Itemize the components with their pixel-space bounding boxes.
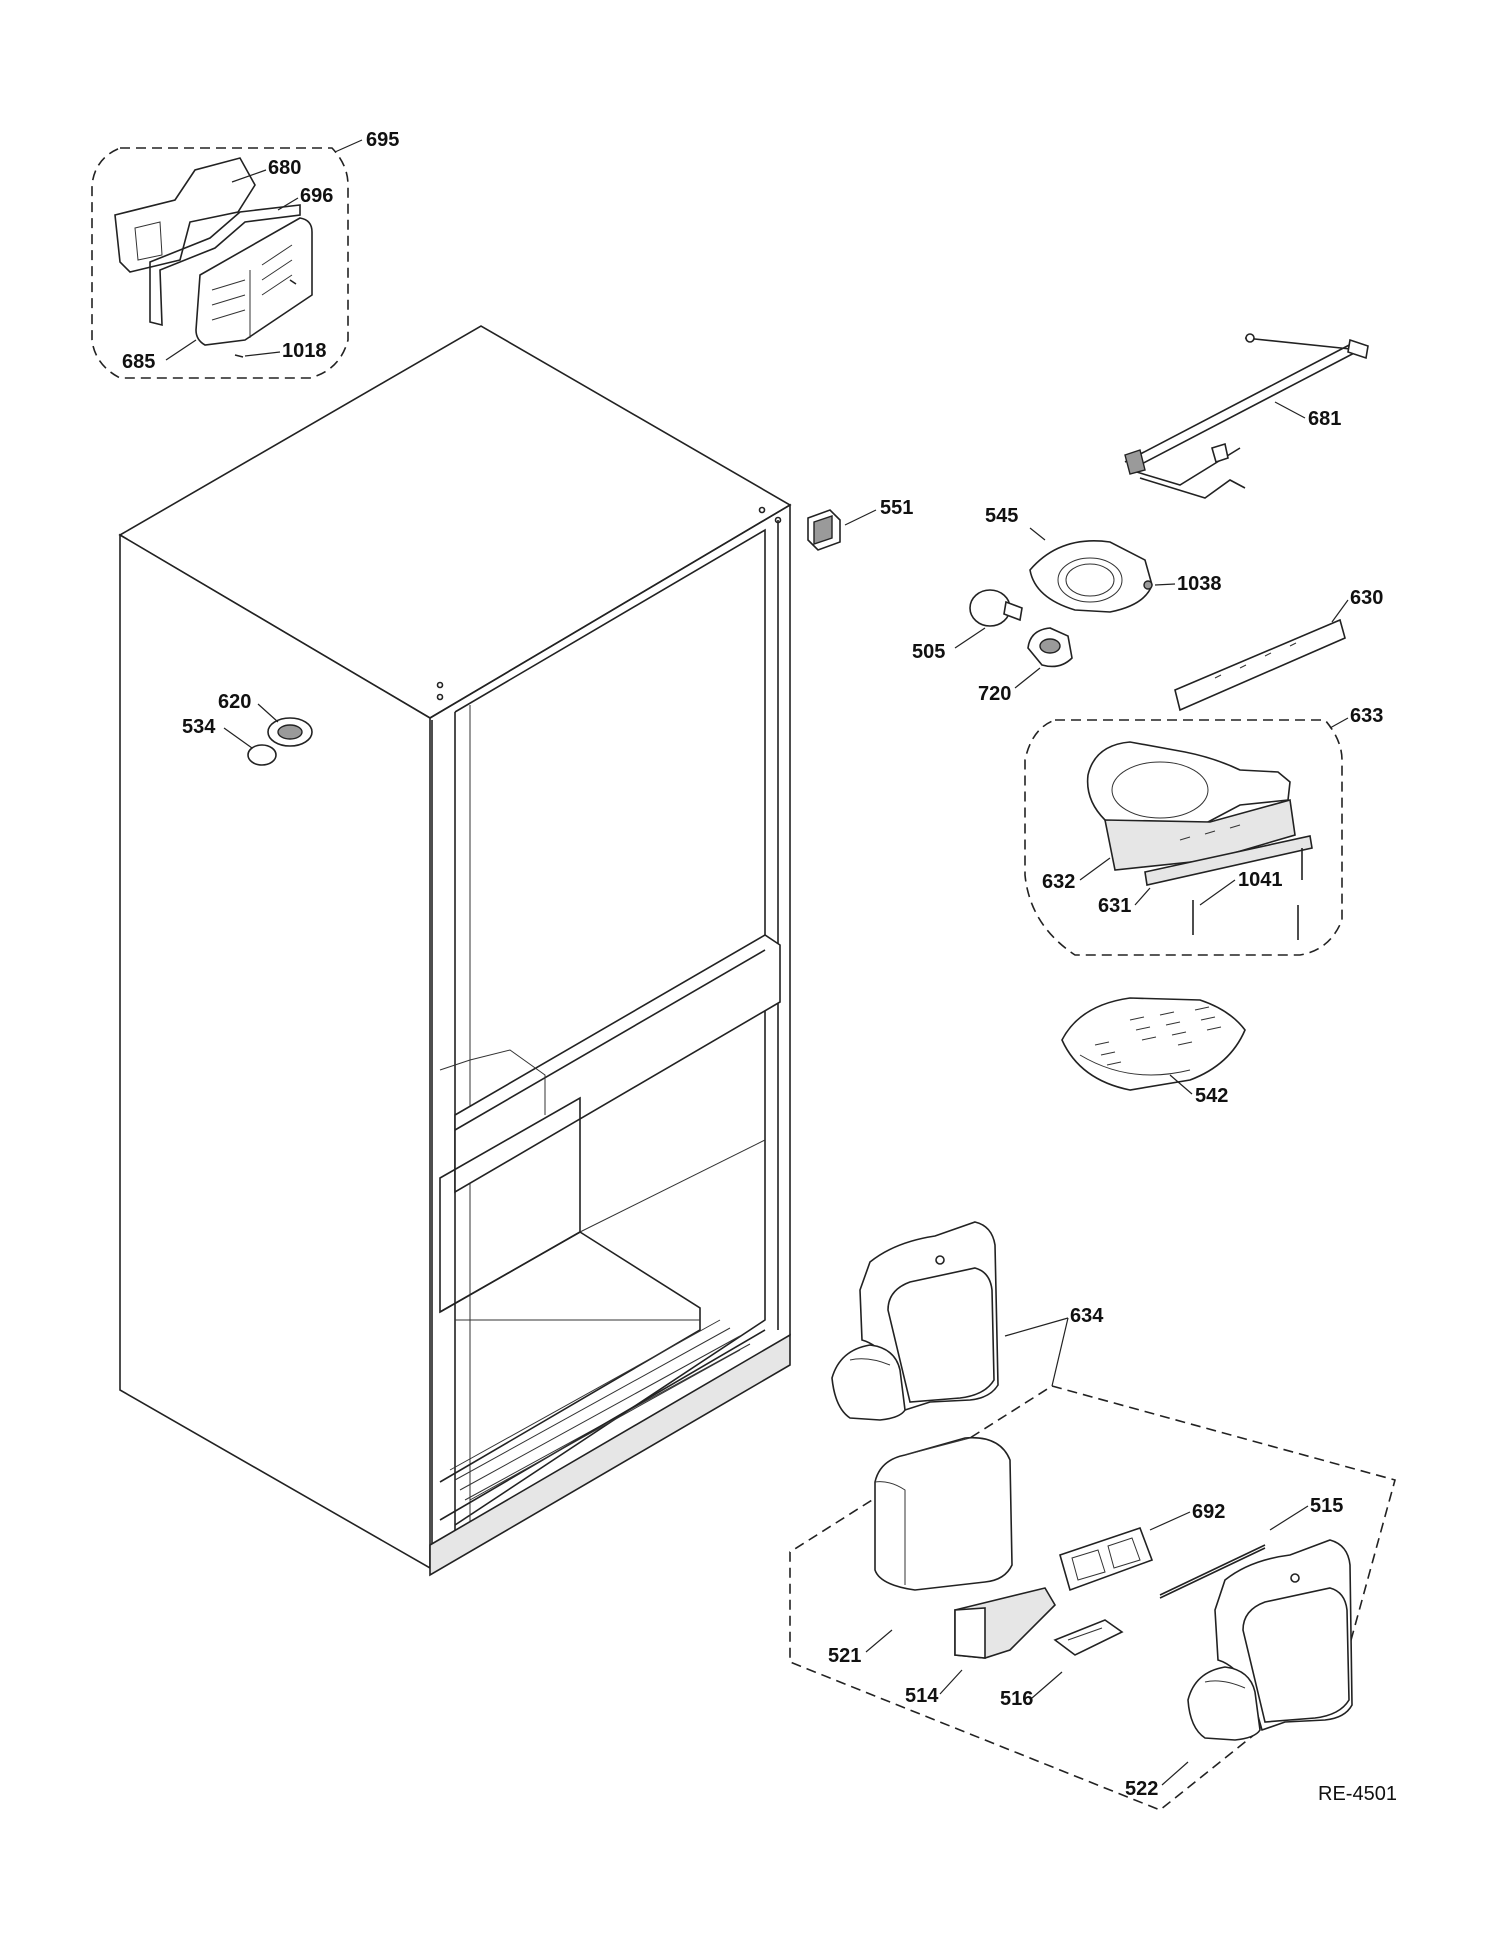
callout-692: 692 [1192,1501,1225,1523]
part-514-bracket [954,1587,1057,1659]
drawing-code: RE-4501 [1318,1783,1397,1805]
callout-634: 634 [1070,1305,1104,1327]
part-1018-screws [234,279,297,358]
assembly-group-634-lower [789,1385,1396,1811]
callout-515: 515 [1310,1495,1343,1517]
callout-542: 542 [1195,1085,1228,1107]
callout-633: 633 [1350,705,1383,727]
part-1041-screws [1192,848,1303,940]
callout-545: 545 [985,505,1018,527]
part-630-board [1174,618,1346,712]
part-720-socket [1027,627,1073,668]
assembly-group-695 [91,147,349,379]
callout-534: 534 [182,716,216,738]
assembly-group-633 [1024,719,1343,956]
callout-685: 685 [122,351,155,373]
part-1038-screw [1143,580,1153,590]
part-515-rod [1159,1544,1266,1599]
callout-720: 720 [978,683,1011,705]
part-685-cover [195,217,313,346]
callout-620: 620 [218,691,251,713]
callout-1041: 1041 [1238,869,1283,891]
part-634-cover [831,1221,999,1421]
part-522-cover [1187,1539,1353,1741]
callout-632: 632 [1042,871,1075,893]
part-632-housing [1086,741,1296,871]
part-505-bulb [969,589,1023,627]
part-631-lens [1144,835,1313,886]
part-545-light-cover [1029,540,1153,613]
callout-630: 630 [1350,587,1383,609]
callout-521: 521 [828,1645,861,1667]
callout-681: 681 [1308,408,1341,430]
part-680-frame [114,157,256,273]
part-692-gasket [1059,1526,1154,1592]
callout-514: 514 [905,1685,939,1707]
part-534-plate [247,744,277,766]
callout-696: 696 [300,185,333,207]
callout-695: 695 [366,129,399,151]
callout-551: 551 [880,497,913,519]
part-551-switch [807,509,841,551]
callout-516: 516 [1000,1688,1033,1710]
part-620-sensor [267,717,313,747]
part-521-cover [874,1436,1013,1591]
callout-631: 631 [1098,895,1131,917]
callout-1018: 1018 [282,340,327,362]
part-696-gasket [149,204,301,327]
part-516-ring [1053,1619,1124,1656]
part-542-tray [1061,997,1246,1091]
callout-680: 680 [268,157,301,179]
callout-505: 505 [912,641,945,663]
refrigerator-cabinet [118,325,792,1577]
callout-1038: 1038 [1177,573,1222,595]
callout-522: 522 [1125,1778,1158,1800]
part-681-harness [1124,333,1369,499]
